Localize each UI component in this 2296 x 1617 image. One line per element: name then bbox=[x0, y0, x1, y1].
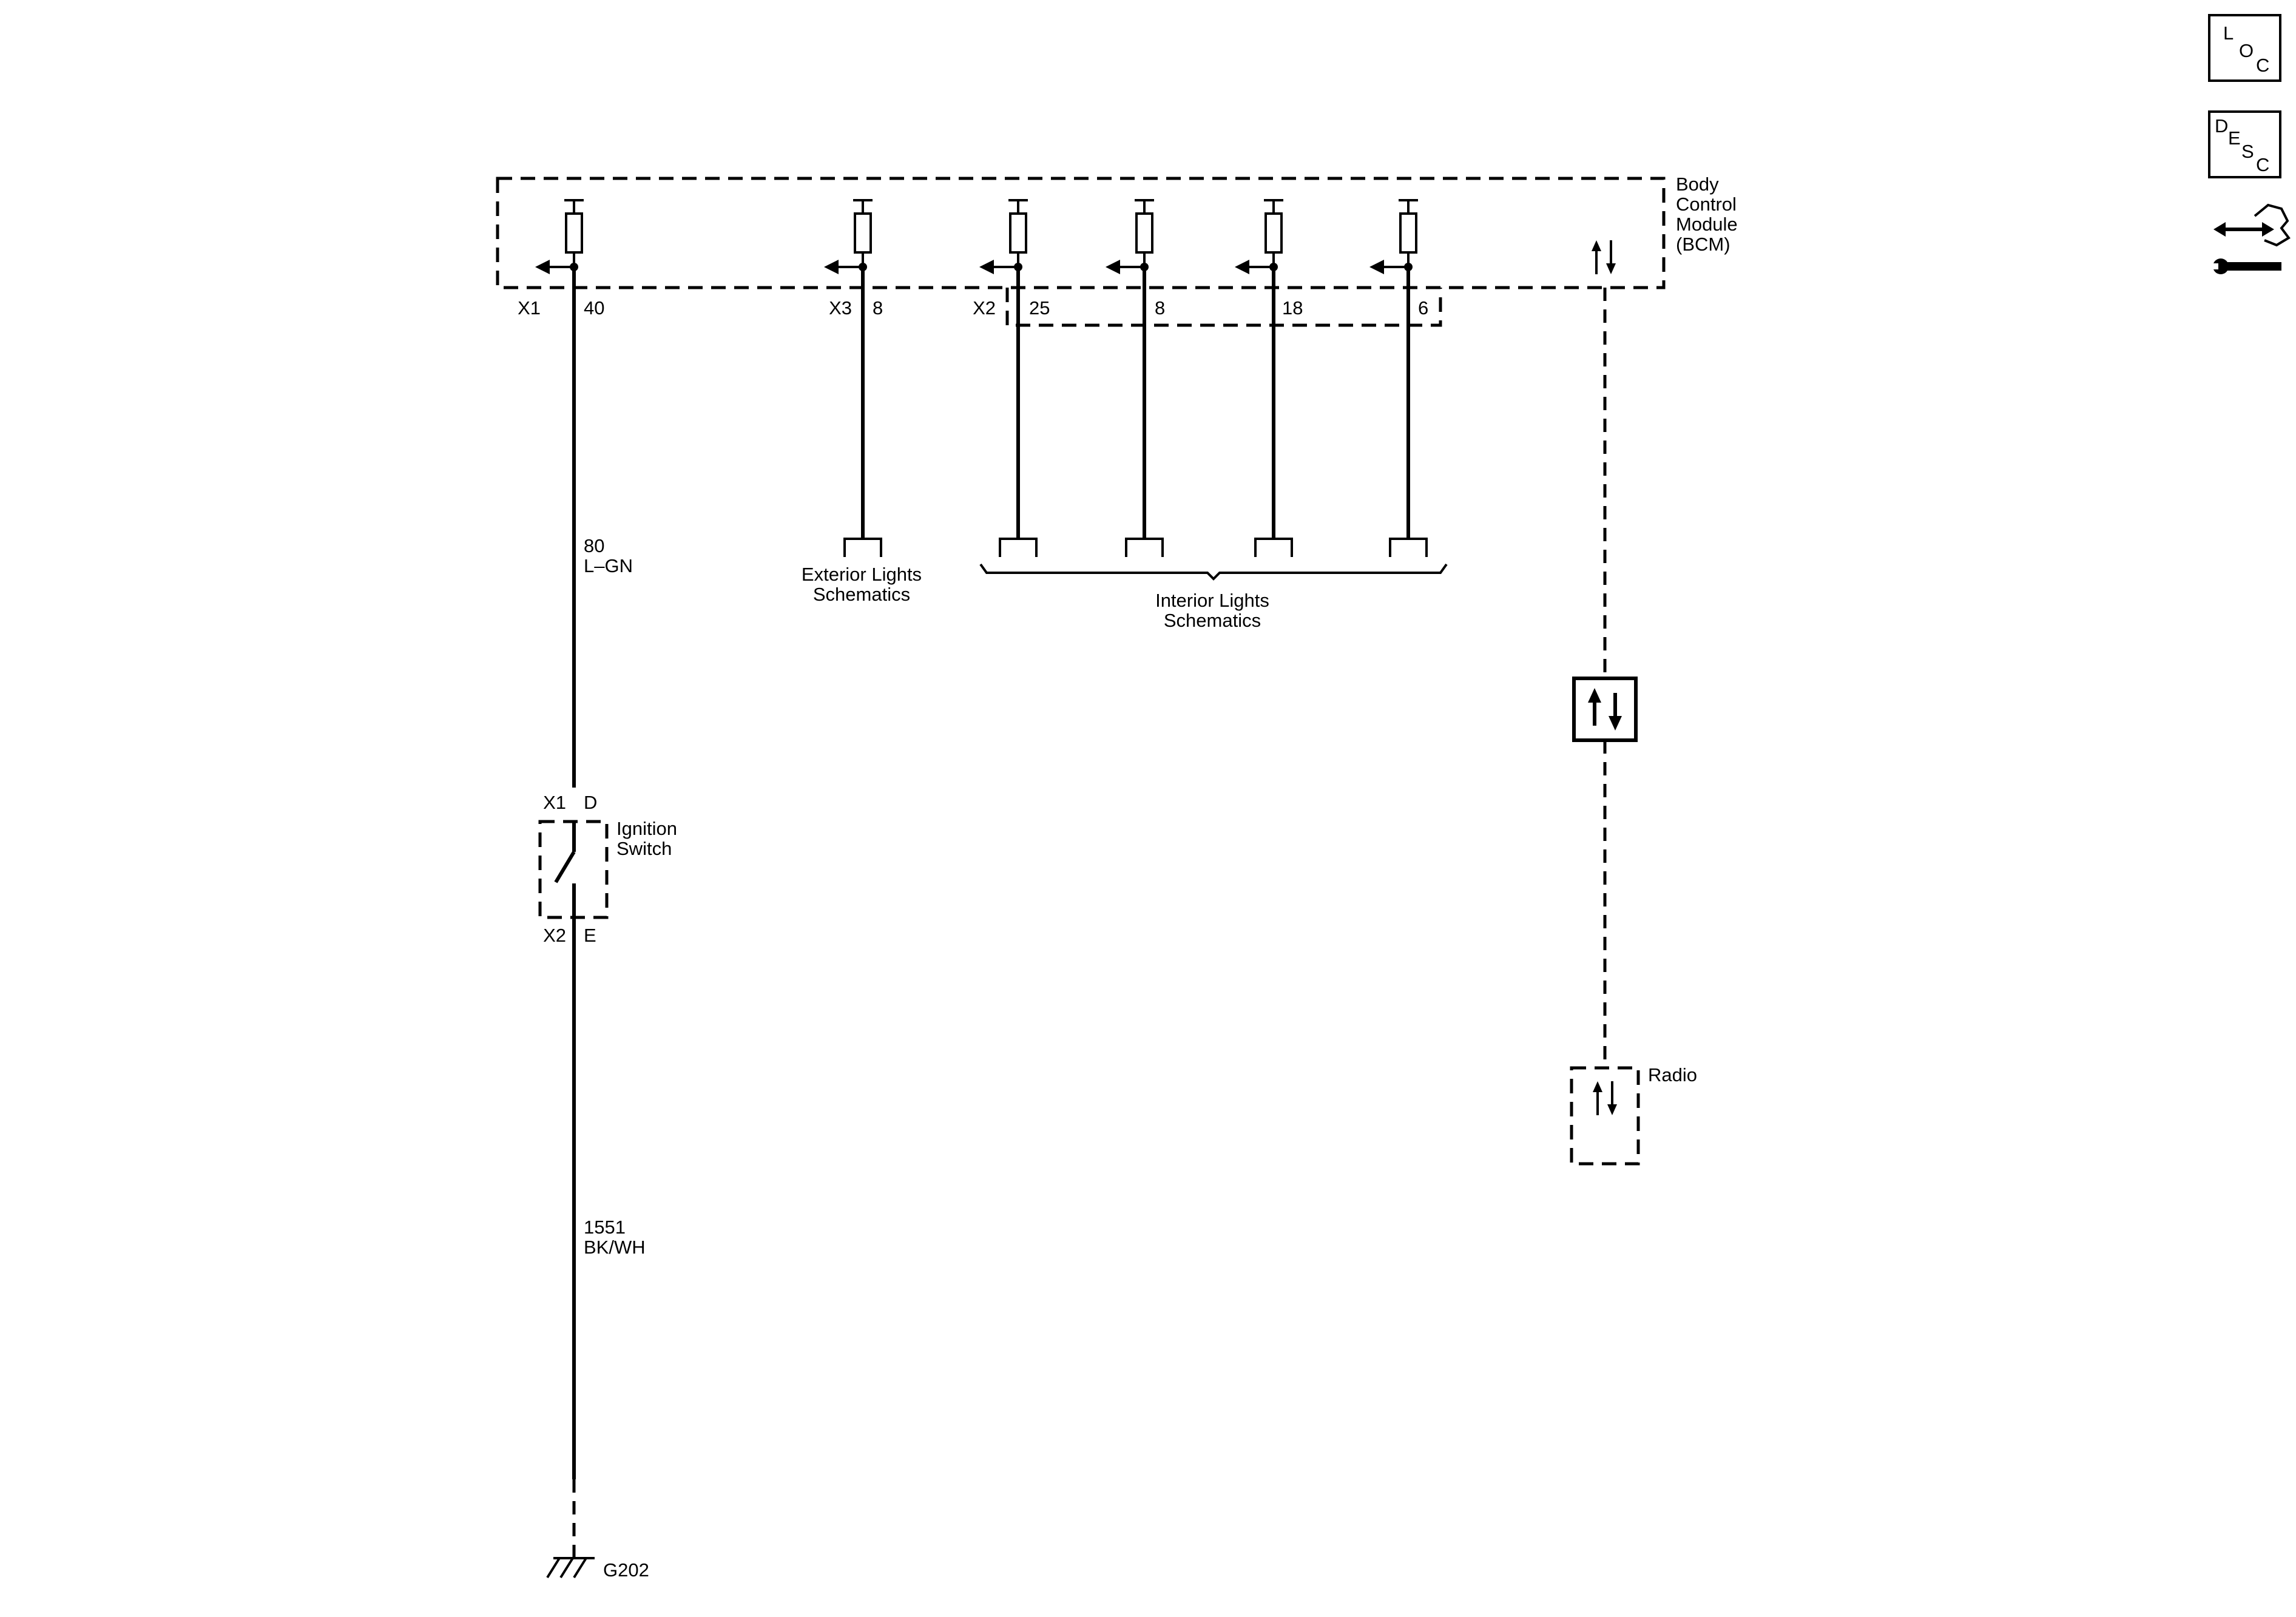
fuse-symbol bbox=[1264, 212, 1283, 254]
bcm-data-arrows-icon bbox=[1592, 240, 1616, 274]
ignition-bottom-connector: X2 bbox=[543, 925, 566, 946]
location-icon-letter-2: O bbox=[2239, 40, 2254, 61]
description-icon[interactable]: D E S C bbox=[2208, 110, 2281, 178]
exterior-reference-line-2: Schematics bbox=[813, 584, 910, 605]
pin-label: 18 bbox=[1282, 297, 1303, 319]
bcm-label-line-2: Control bbox=[1676, 194, 1737, 215]
wire-circuit-number: 1551 bbox=[584, 1217, 626, 1238]
ignition-switch-label-line-2: Switch bbox=[616, 838, 672, 859]
fuse-symbol bbox=[854, 212, 872, 254]
output-arrow-icon bbox=[824, 260, 839, 274]
fuse-symbol bbox=[1399, 212, 1417, 254]
description-icon-letter-1: D bbox=[2215, 115, 2228, 137]
output-arrow-icon bbox=[979, 260, 994, 274]
radio-data-arrows-icon bbox=[1593, 1081, 1617, 1115]
pin-label: 6 bbox=[1418, 297, 1428, 319]
interior-lights-branch[interactable]: Interior Lights Schematics bbox=[979, 267, 1448, 631]
circuit-x1-40[interactable]: X1 40 bbox=[518, 199, 604, 319]
bcm-label-line-4: (BCM) bbox=[1676, 234, 1730, 255]
pin-label: 40 bbox=[584, 297, 604, 319]
wire-circuit-number: 80 bbox=[584, 535, 604, 556]
output-arrow-icon bbox=[1369, 260, 1384, 274]
ground-g202[interactable]: G202 bbox=[546, 1557, 649, 1581]
ground-label: G202 bbox=[603, 1559, 649, 1581]
fuse-symbol bbox=[565, 212, 583, 254]
output-arrow-icon bbox=[1235, 260, 1249, 274]
pin-label: 25 bbox=[1029, 297, 1050, 319]
reference-connector-symbol bbox=[1125, 538, 1164, 557]
exterior-lights-branch[interactable]: Exterior Lights Schematics bbox=[802, 267, 922, 605]
ground-symbol-icon bbox=[546, 1557, 595, 1579]
wire-color-code: BK/WH bbox=[584, 1237, 646, 1258]
ignition-top-pin: D bbox=[584, 792, 597, 813]
reference-connector-symbol bbox=[843, 538, 882, 557]
connector-label: X2 bbox=[973, 297, 996, 319]
data-link-symbol-icon bbox=[1572, 677, 1638, 742]
description-icon-letter-2: E bbox=[2228, 127, 2241, 149]
bcm-label-line-1: Body bbox=[1676, 174, 1719, 195]
serial-data-link[interactable] bbox=[1572, 240, 1638, 1068]
interior-reference-line-1: Interior Lights bbox=[1155, 590, 1269, 611]
circuit-x3-8[interactable]: X3 8 bbox=[824, 199, 883, 319]
circuit-x2-8[interactable]: 8 bbox=[1106, 199, 1165, 319]
location-icon-letter-1: L bbox=[2223, 22, 2234, 44]
wire-color-code: L–GN bbox=[584, 555, 633, 576]
reference-brace bbox=[979, 563, 1448, 581]
connector-repair-icon[interactable] bbox=[2209, 203, 2291, 274]
bcm-label-line-3: Module bbox=[1676, 214, 1738, 235]
interior-reference-line-2: Schematics bbox=[1164, 610, 1261, 631]
circuit-x2-18[interactable]: 18 bbox=[1235, 199, 1303, 319]
ignition-bottom-pin: E bbox=[584, 925, 596, 946]
ignition-wire-upper[interactable]: 80 L–GN bbox=[572, 267, 633, 788]
radio-module[interactable]: Radio bbox=[1570, 1064, 1697, 1166]
description-icon-letter-4: C bbox=[2256, 154, 2269, 175]
output-arrow-icon bbox=[535, 260, 550, 274]
circuit-x2-25[interactable]: X2 25 bbox=[973, 199, 1050, 319]
output-arrow-icon bbox=[1106, 260, 1120, 274]
fuse-symbol bbox=[1009, 212, 1027, 254]
fuse-symbol bbox=[1135, 212, 1153, 254]
pin-label: 8 bbox=[1155, 297, 1165, 319]
connector-label: X1 bbox=[518, 297, 541, 319]
pin-label: 8 bbox=[873, 297, 883, 319]
location-icon-letter-3: C bbox=[2256, 55, 2269, 76]
radio-boundary bbox=[1570, 1066, 1640, 1166]
circuit-x2-6[interactable]: 6 bbox=[1369, 199, 1428, 319]
bcm-module[interactable]: Body Control Module (BCM) bbox=[496, 174, 1738, 289]
description-icon-letter-3: S bbox=[2241, 141, 2254, 162]
radio-label: Radio bbox=[1648, 1064, 1697, 1085]
ground-wire-lower[interactable]: 1551 BK/WH bbox=[572, 917, 646, 1558]
location-icon[interactable]: L O C bbox=[2208, 14, 2281, 82]
reference-connector-symbol bbox=[1389, 538, 1428, 557]
x2-connector-bracket bbox=[1005, 288, 1442, 327]
connector-label: X3 bbox=[829, 297, 852, 319]
ignition-switch[interactable]: Ignition Switch bbox=[538, 818, 677, 919]
ignition-top-connector: X1 bbox=[543, 792, 566, 813]
exterior-reference-line-1: Exterior Lights bbox=[802, 564, 922, 585]
reference-connector-symbol bbox=[1254, 538, 1293, 557]
ignition-switch-label-line-1: Ignition bbox=[616, 818, 677, 839]
bcm-boundary bbox=[496, 177, 1666, 289]
reference-connector-symbol bbox=[999, 538, 1038, 557]
